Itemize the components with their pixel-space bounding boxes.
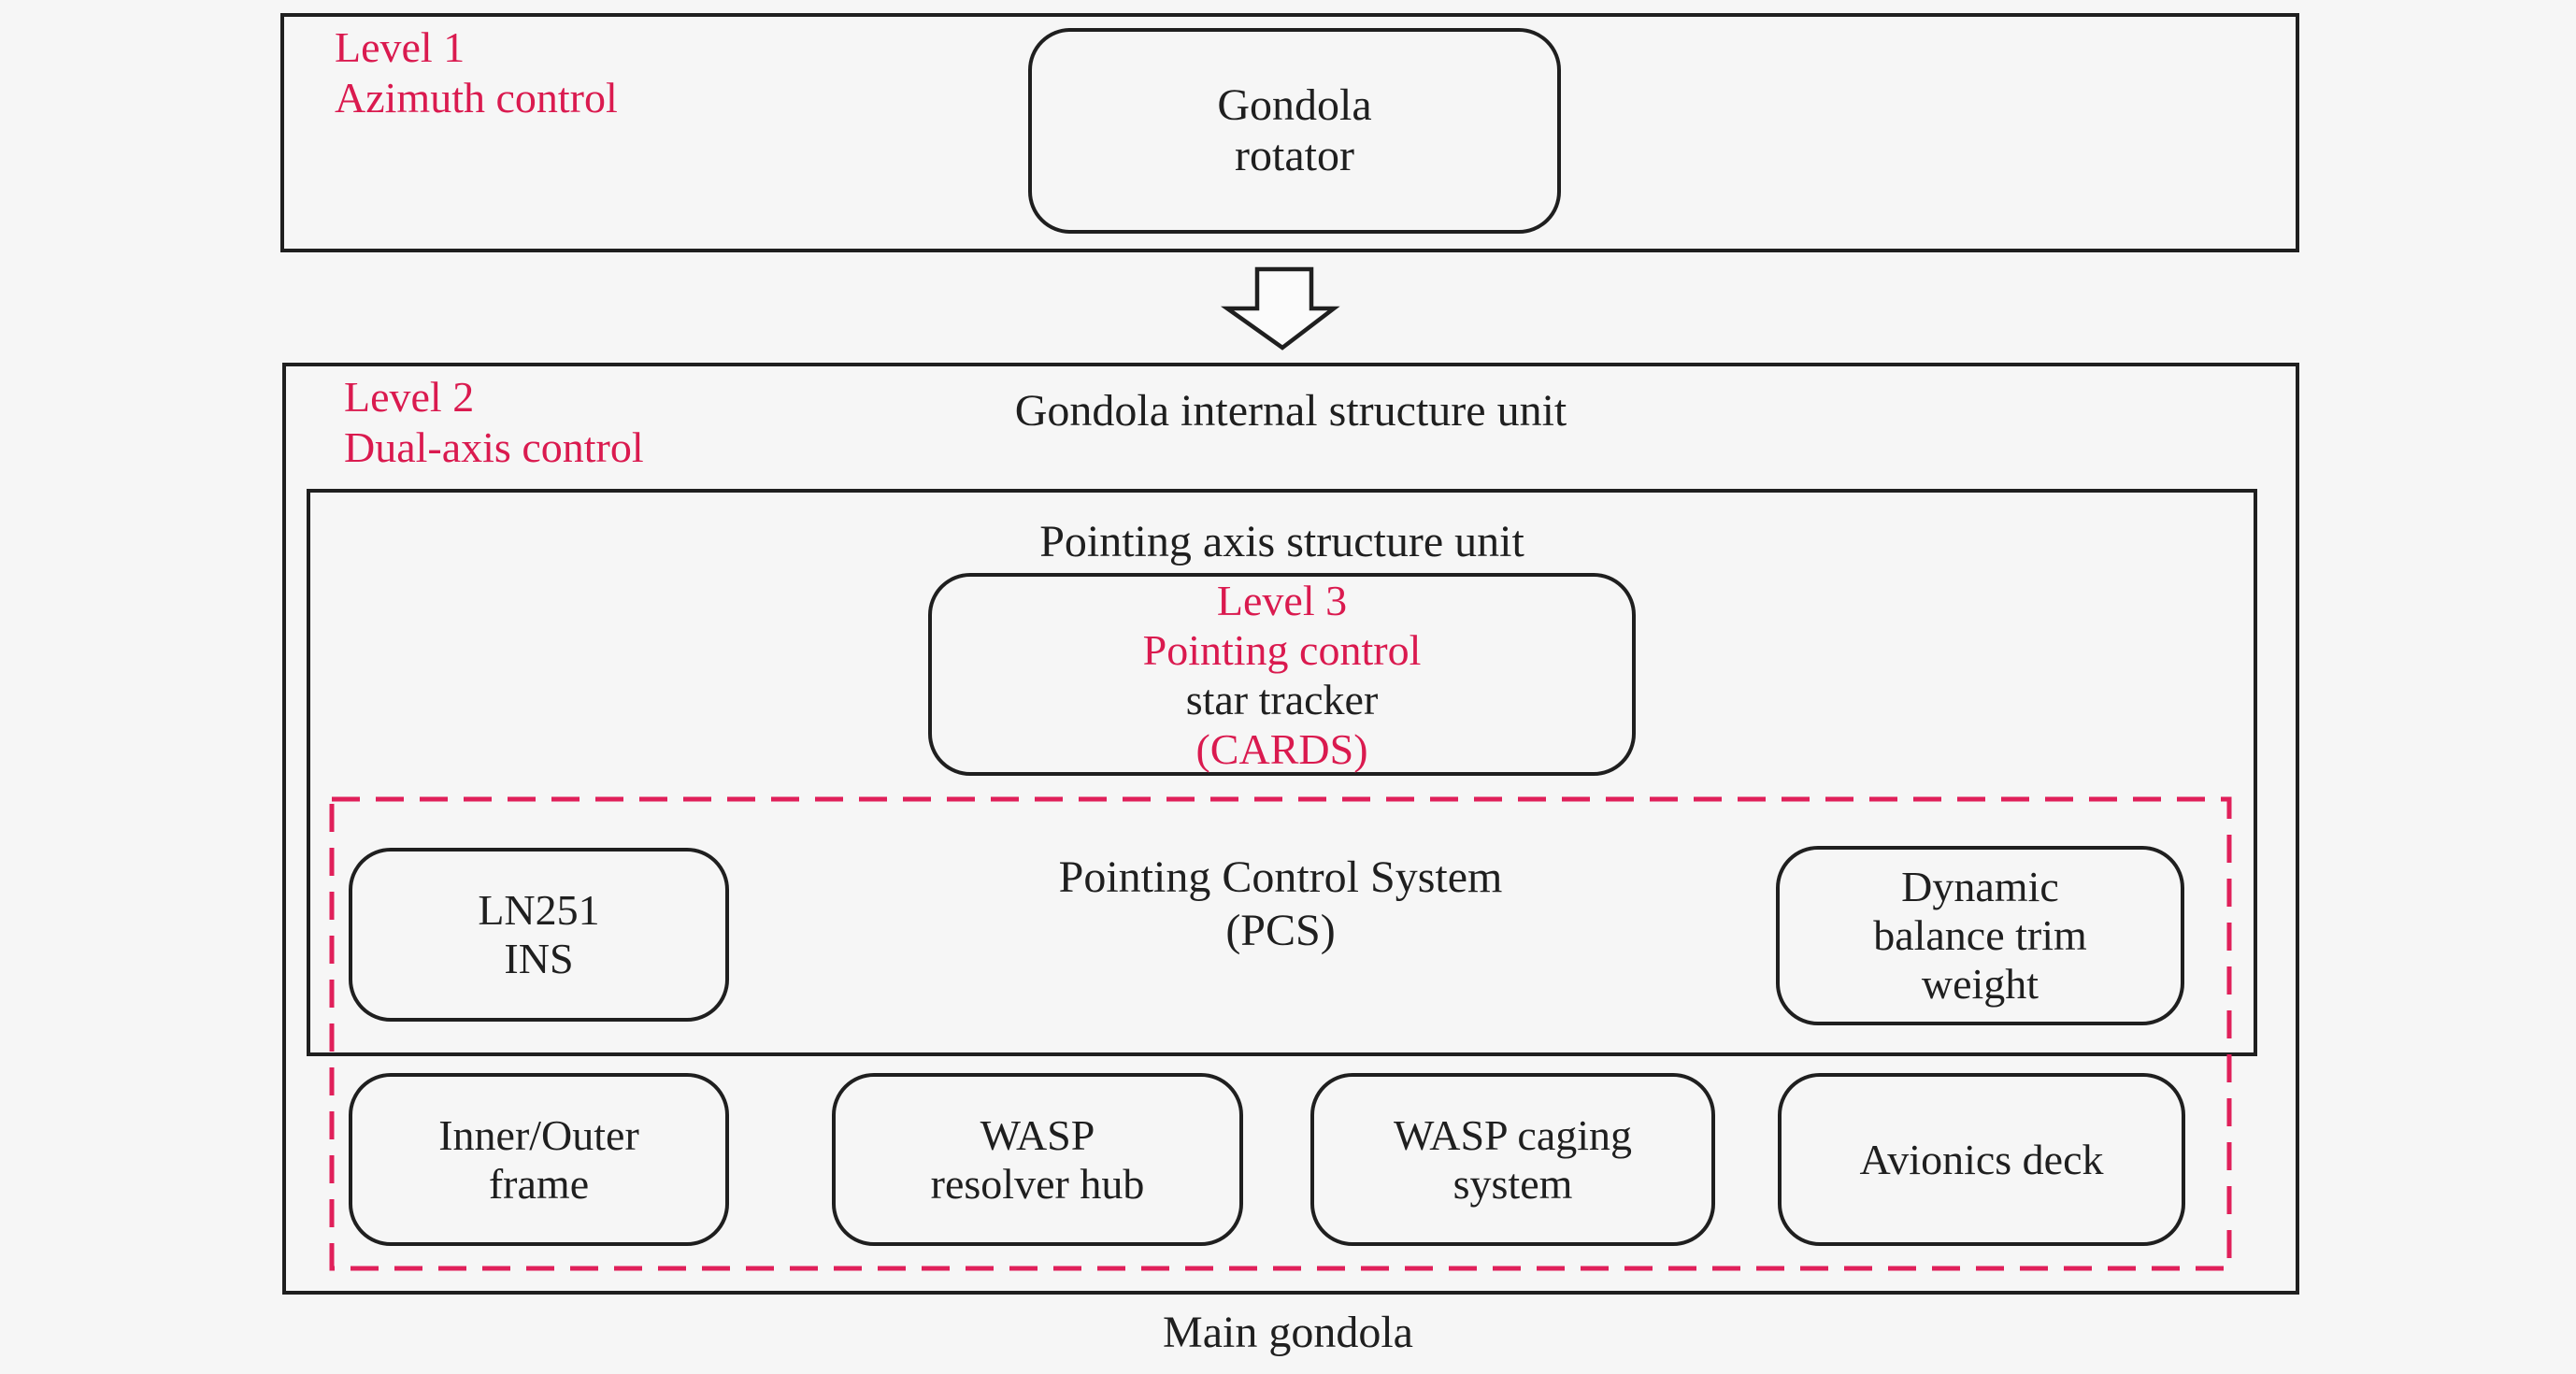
pcs-dashed-boundary bbox=[329, 796, 2232, 1271]
avionics-deck-label: Avionics deck bbox=[1859, 1135, 2104, 1183]
pointing-axis-structure-box bbox=[307, 489, 2257, 1056]
wasp-resolver-hub-label: WASP resolver hub bbox=[930, 1110, 1145, 1208]
gondola-rotator-box: Gondola rotator bbox=[1028, 28, 1561, 234]
gondola-internal-structure-title: Gondola internal structure unit bbox=[1014, 386, 1567, 436]
pointing-control-label: Pointing control bbox=[1142, 625, 1422, 674]
level3-label: Level 3 bbox=[1216, 576, 1348, 624]
wasp-caging-system-label: WASP caging system bbox=[1393, 1110, 1633, 1208]
level1-label: Level 1 Azimuth control bbox=[335, 23, 618, 122]
gondola-rotator-label: Gondola rotator bbox=[1217, 80, 1372, 180]
level3-star-tracker-box: Level 3 Pointing control star tracker (C… bbox=[928, 573, 1636, 776]
pcs-title: Pointing Control System (PCS) bbox=[1058, 852, 1503, 955]
cards-label: (CARDS) bbox=[1195, 724, 1368, 773]
wasp-resolver-hub-box: WASP resolver hub bbox=[832, 1073, 1243, 1246]
star-tracker-label: star tracker bbox=[1185, 675, 1379, 723]
level2-label: Level 2 Dual-axis control bbox=[344, 373, 644, 471]
inner-outer-frame-label: Inner/Outer frame bbox=[438, 1110, 639, 1208]
level1-box bbox=[280, 13, 2299, 252]
inner-outer-frame-box: Inner/Outer frame bbox=[349, 1073, 729, 1246]
dynamic-balance-trim-weight-box: Dynamic balance trim weight bbox=[1776, 846, 2184, 1025]
down-block-arrow-icon bbox=[1220, 266, 1340, 351]
ln251-ins-box: LN251 INS bbox=[349, 848, 729, 1022]
avionics-deck-box: Avionics deck bbox=[1778, 1073, 2185, 1246]
wasp-caging-system-box: WASP caging system bbox=[1310, 1073, 1715, 1246]
dynamic-balance-trim-weight-label: Dynamic balance trim weight bbox=[1873, 863, 2087, 1008]
main-gondola-label: Main gondola bbox=[1163, 1308, 1413, 1357]
pointing-axis-structure-title: Pointing axis structure unit bbox=[1039, 517, 1524, 566]
level2-box bbox=[282, 363, 2299, 1295]
ln251-ins-label: LN251 INS bbox=[478, 886, 600, 982]
